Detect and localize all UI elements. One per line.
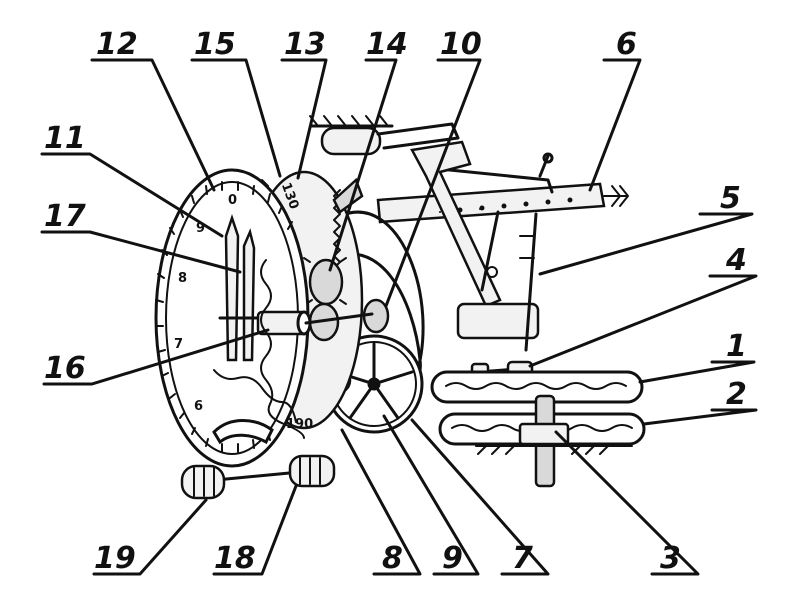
callout-labels: 12 15 13 14 10 6 11 17 5 4 1 2 16 19 18 …: [44, 27, 747, 576]
callout-13: 13: [284, 27, 326, 62]
callout-12: 12: [96, 27, 138, 62]
callout-5: 5: [720, 181, 741, 216]
callout-14: 14: [366, 27, 408, 62]
callout-18: 18: [214, 541, 256, 576]
central-axle: [256, 310, 374, 336]
control-knob: [180, 464, 226, 500]
callout-6: 6: [616, 27, 637, 62]
callout-7: 7: [512, 541, 533, 576]
upper-roller: [430, 370, 644, 404]
callout-17: 17: [44, 199, 86, 234]
handwheel: [214, 454, 336, 488]
dial-mark-six: 6: [194, 399, 203, 414]
callout-9: 9: [442, 541, 463, 576]
gear-cluster: [303, 257, 347, 342]
callout-1: 1: [726, 329, 747, 364]
dial-mark-nine: 9: [196, 221, 205, 236]
callout-19: 19: [94, 541, 136, 576]
dial-mark-eight: 8: [178, 271, 187, 286]
cam-plate: [213, 259, 305, 439]
support-beam: [376, 152, 629, 224]
dial-mark-hundred-ninety: 190: [286, 417, 313, 432]
dial-mark-zero: 0: [228, 193, 237, 208]
callout-10: 10: [440, 27, 482, 62]
callout-15: 15: [194, 27, 236, 62]
callout-8: 8: [382, 541, 403, 576]
callout-16: 16: [44, 351, 86, 386]
dial-mark-seven: 7: [174, 337, 183, 352]
top-mount: [309, 115, 460, 156]
dial-pointer: [218, 214, 264, 362]
callout-3: 3: [660, 541, 681, 576]
leader-lines: [40, 58, 758, 576]
callout-2: 2: [726, 377, 747, 412]
callout-4: 4: [725, 243, 747, 278]
callout-11: 11: [44, 121, 86, 156]
vertical-shaft: [475, 394, 633, 488]
